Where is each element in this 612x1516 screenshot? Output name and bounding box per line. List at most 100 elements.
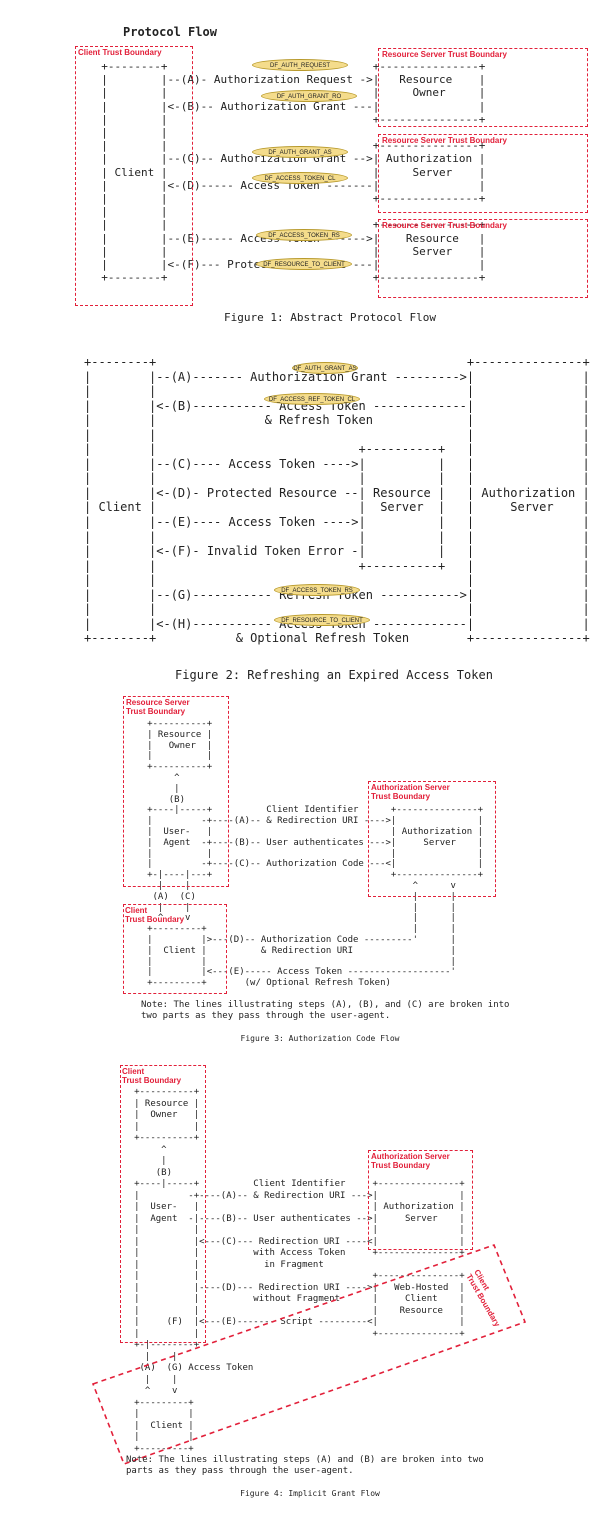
- diagram-line: | | | Server |: [88, 244, 486, 258]
- diagram-line: | |: [120, 751, 213, 762]
- client-trust-boundary: [75, 46, 193, 306]
- resource-server-trust-boundary: [378, 48, 588, 127]
- figure3-ascii: +----------+ | Resource | | Owner | | | …: [120, 719, 483, 989]
- diagram-line: | | | |: [107, 1225, 465, 1235]
- boundary-label: Client Trust Boundary: [122, 1067, 182, 1085]
- diagram-line: +----------+: [107, 1087, 200, 1097]
- diagram-line: | | | Resource |: [107, 1305, 465, 1316]
- diagram-line: | |: [107, 1409, 194, 1419]
- diagram-line: | | & Refresh Token | |: [84, 413, 590, 428]
- diagram-line: +-|----|---+ +---------------+: [120, 870, 484, 881]
- dataflow-ellipse: DF_AUTH_GRANT_AS: [252, 146, 348, 158]
- figure3-note: Note: The lines illustrating steps (A), …: [141, 1000, 509, 1022]
- diagram-line: (A) (G) Access Token: [107, 1363, 254, 1373]
- client-trust-boundary: [120, 1065, 206, 1343]
- diagram-line: +----|-----+ Client Identifier +--------…: [107, 1179, 465, 1189]
- diagram-line: +---------+ (w/ Optional Refresh Token): [120, 978, 391, 989]
- diagram-line: +-|--------+: [107, 1340, 200, 1350]
- diagram-line: +----------+: [107, 1133, 200, 1143]
- diagram-line: | | | Owner |: [101, 86, 486, 100]
- diagram-line: |: [120, 783, 180, 794]
- diagram-line: +----------+: [120, 762, 213, 773]
- diagram-line: +--------+ +---------------+: [88, 271, 486, 285]
- diagram-line: | |<---(C)--- Redirection URI ----<| |: [107, 1236, 465, 1247]
- diagram-line: |: [107, 1156, 167, 1166]
- diagram-line: +---------+ | |: [120, 924, 456, 935]
- diagram-line: ^ v | |: [120, 913, 456, 924]
- diagram-line: | Client | | Server |: [101, 165, 486, 179]
- dataflow-ellipse: DF_ACCESS_TOKEN_CL: [252, 172, 348, 184]
- resource-server-trust-boundary: [123, 696, 229, 887]
- note-line: Note: The lines illustrating steps (A) a…: [126, 1455, 484, 1465]
- diagram-line: | -+----(A)-- & Redirection URI ---->| |: [120, 816, 484, 827]
- figure4-note: Note: The lines illustrating steps (A) a…: [126, 1455, 484, 1477]
- dataflow-ellipse: DF_AUTH_GRANT_AS: [292, 362, 358, 374]
- diagram-line: | |--(E)---- Access Token ---->| | | |: [84, 515, 590, 530]
- diagram-line: | | +---------------+: [88, 112, 486, 126]
- diagram-line: +--------+ & Optional Refresh Token +---…: [84, 631, 590, 646]
- diagram-line: | | in Fragment: [107, 1259, 324, 1270]
- diagram-line: | |: [107, 1374, 178, 1385]
- diagram-line: | | | | | |: [84, 471, 590, 486]
- diagram-line: ^: [120, 772, 180, 783]
- boundary-label: Client Trust Boundary: [125, 906, 185, 924]
- boundary-label: Authorization Server Trust Boundary: [371, 783, 450, 801]
- diagram-line: | | | |: [120, 848, 484, 859]
- note-line: two parts as they pass through the user-…: [141, 1011, 391, 1021]
- boundary-label: Resource Server Trust Boundary: [126, 698, 190, 716]
- diagram-line: | | +----------+ | |: [84, 442, 590, 457]
- diagram-line: +---------+: [107, 1397, 194, 1408]
- diagram-line: | |<---(E)----- Access Token -----------…: [120, 967, 456, 978]
- page-title: Protocol Flow: [123, 25, 217, 39]
- diagram-line: | |<-(B)-- Authorization Grant ---| |: [88, 99, 486, 113]
- diagram-line: | | | | | |: [84, 529, 590, 544]
- diagram-line: | |<-(D)- Protected Resource --| Resourc…: [84, 485, 590, 500]
- boundary-label: Resource Server Trust Boundary: [382, 136, 507, 145]
- diagram-line: | | | |: [84, 602, 590, 617]
- diagram-line: | | | |: [120, 902, 456, 913]
- diagram-line: | | +---------------+: [88, 218, 486, 232]
- diagram-line: | | with Access Token +---------------+: [107, 1248, 465, 1258]
- diagram-line: | |<-(F)- Invalid Token Error -| | | |: [84, 544, 590, 559]
- figure-caption: Figure 4: Implicit Grant Flow: [240, 1489, 380, 1498]
- diagram-line: | |: [88, 205, 168, 219]
- diagram-line: | Agent -+----(B)-- User authenticates -…: [120, 837, 484, 848]
- diagram-line: | | |: [120, 956, 456, 967]
- resource-server-trust-boundary: [378, 134, 588, 213]
- diagram-line: | -+----(A)-- & Redirection URI --->| |: [107, 1190, 465, 1201]
- diagram-line: | | ^ v: [120, 880, 456, 891]
- diagram-line: | (F) |<---(E)------- Script ---------<|…: [107, 1317, 465, 1327]
- diagram-line: | | | |: [84, 384, 590, 399]
- dataflow-ellipse: DF_ACCESS_TOKEN_RS: [274, 584, 360, 596]
- diagram-line: | Resource |: [120, 729, 213, 740]
- diagram-line: ^ v: [107, 1386, 178, 1396]
- diagram-line: | Client | & Redirection URI |: [120, 945, 456, 956]
- diagram-line: | Client | | Server | | Server |: [84, 500, 590, 515]
- diagram-line: +--------+ +---------------+: [101, 60, 486, 73]
- diagram-line: | | +---------------+: [107, 1271, 465, 1281]
- diagram-line: | | +----------+ | |: [84, 558, 590, 573]
- figure4-ascii: +----------+ | Resource | | Owner | | | …: [107, 1087, 465, 1455]
- diagram-line: (B): [120, 794, 186, 805]
- diagram-line: | |>---(D)-- Authorization Code --------…: [120, 934, 456, 945]
- diagram-line: | | | |: [84, 573, 590, 588]
- diagram-line: | |: [88, 126, 168, 140]
- diagram-line: | Client |: [107, 1420, 194, 1431]
- diagram-line: | | +---------------+: [88, 192, 486, 206]
- boundary-label: Authorization Server Trust Boundary: [371, 1152, 450, 1170]
- diagram-line: | -+----(C)-- Authorization Code ---<| |: [120, 859, 484, 870]
- diagram-line: | |: [107, 1121, 200, 1132]
- diagram-line: | Resource |: [107, 1098, 200, 1109]
- figure-caption: Figure 3: Authorization Code Flow: [240, 1034, 400, 1043]
- boundary-label: Resource Server Trust Boundary: [382, 221, 507, 230]
- diagram-line: | |--(C)---- Access Token ---->| | | |: [84, 456, 590, 471]
- diagram-line: +----------+: [120, 719, 213, 729]
- client-trust-boundary: [123, 904, 227, 994]
- diagram-line: | User- | | Authorization |: [107, 1202, 465, 1212]
- authorization-server-trust-boundary: [368, 781, 496, 897]
- diagram-line: | | +---------------+: [107, 1328, 465, 1339]
- diagram-line: +--------+ +---------------+: [84, 355, 590, 369]
- diagram-line: | |----(D)--- Redirection URI ---->| Web…: [107, 1282, 465, 1293]
- dataflow-ellipse: DF_ACCESS_TOKEN_RS: [256, 229, 352, 241]
